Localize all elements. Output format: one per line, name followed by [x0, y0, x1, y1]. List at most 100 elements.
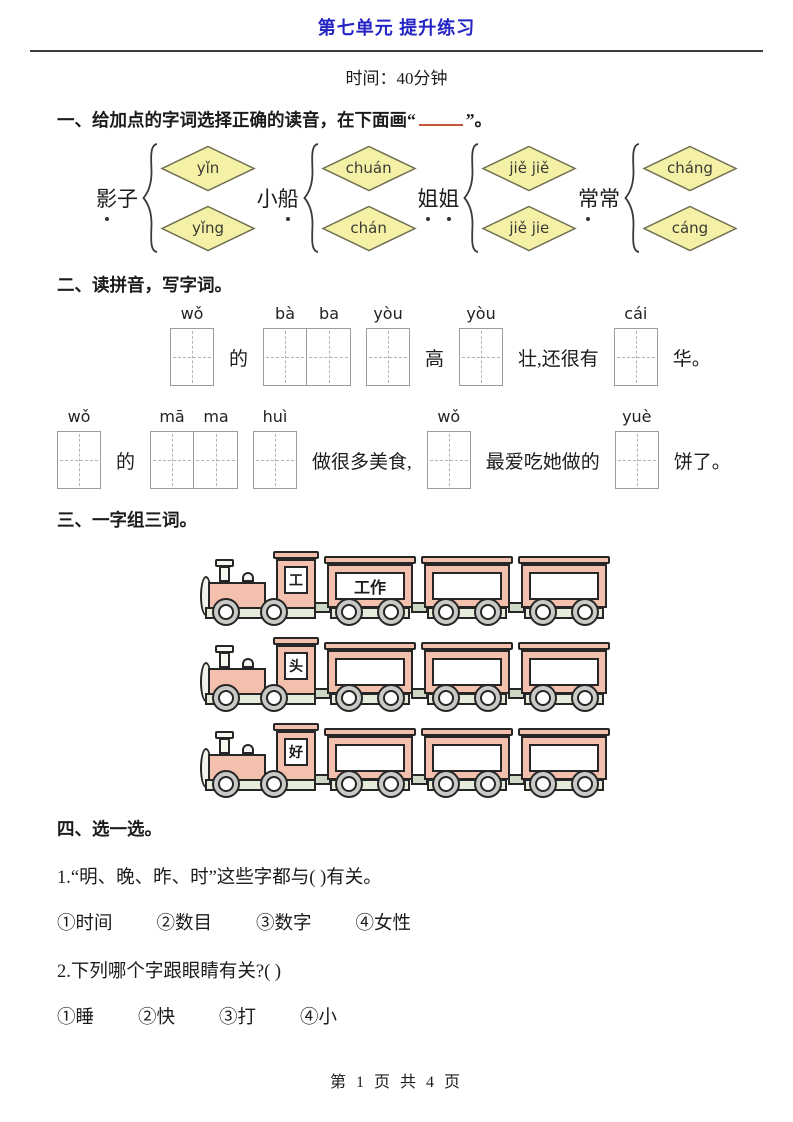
option-4: ④女性 [355, 914, 412, 934]
pinyin-option-label: yǐn [196, 159, 220, 177]
wheel-icon [377, 598, 405, 626]
question-1-options: ①时间 ②数目 ③数字 ④女性 [57, 909, 763, 935]
pinyin-option-label: cháng [666, 159, 713, 177]
pinyin-label: mā [159, 407, 185, 426]
wheel-icon [571, 770, 599, 798]
write-box-unit: huì [253, 407, 298, 489]
tianzige-box [57, 431, 101, 489]
loco-chimney-cap-icon [215, 559, 234, 567]
wheel-icon [260, 684, 288, 712]
brace-icon [142, 143, 158, 253]
option-diamonds: chuán chán [320, 145, 417, 252]
tianzige-box [194, 431, 239, 489]
loco-chimney-icon [219, 566, 230, 582]
car-roof-icon [324, 556, 416, 564]
pinyin-option: yǐn [160, 145, 256, 192]
section-4-heading: 四、选一选。 [57, 819, 162, 839]
train-car [508, 628, 610, 712]
word-group-yingzi: 影子 yǐn yǐng [96, 142, 256, 254]
tianzige-box [263, 328, 308, 386]
write-box-unit: yuè [614, 407, 659, 489]
write-box-unit: yòu [459, 304, 504, 386]
red-blank-line [418, 116, 463, 126]
target-word: 常常 [578, 183, 620, 213]
target-word: 小船 [257, 183, 299, 213]
tianzige-box [366, 328, 411, 386]
wheel-icon [212, 770, 240, 798]
pinyin-option: chán [320, 205, 417, 252]
wheel-icon [260, 598, 288, 626]
option-1: ①时间 [57, 914, 113, 934]
pinyin-label: bà [275, 304, 295, 323]
train-hao: 好 [200, 714, 763, 798]
brace-icon [302, 143, 318, 253]
wheel-icon [571, 598, 599, 626]
pinyin-label: yòu [373, 304, 403, 323]
train-tou: 头 [200, 628, 763, 712]
pinyin-option-label: yǐng [191, 219, 225, 237]
train-car [314, 628, 416, 712]
pinyin-label: wǒ [437, 407, 461, 426]
diamond-shape-icon [481, 205, 578, 251]
loco-chimney-icon [219, 652, 230, 668]
tianzige-box [614, 431, 659, 489]
pinyin-option: jiě jie [481, 205, 578, 252]
loco-dome-icon [242, 744, 254, 754]
question-1: 1.“明、晚、昨、时”这些字都与( )有关。 [57, 868, 382, 888]
train-car [314, 714, 416, 798]
car-roof-icon [518, 642, 610, 650]
car-roof-icon [518, 556, 610, 564]
option-3: ③打 [219, 1008, 257, 1028]
write-box-unit: wǒ [170, 304, 214, 386]
tianzige-box [426, 431, 471, 489]
locomotive: 好 [200, 714, 319, 798]
sentence-text: 高 [425, 348, 445, 370]
option-4: ④小 [300, 1008, 338, 1028]
wheel-icon [474, 684, 502, 712]
word-char: 子 [117, 187, 138, 211]
word-group-changchang: 常常 cháng cáng [578, 142, 738, 254]
diamond-shape-icon [481, 145, 578, 191]
target-word: 影子 [96, 183, 138, 213]
base-character-box: 头 [284, 652, 308, 680]
brace-icon [463, 143, 479, 253]
wheel-icon [260, 770, 288, 798]
locomotive: 头 [200, 628, 319, 712]
write-box-unit: wǒ [57, 407, 101, 489]
time-limit: 时间：40分钟 [345, 69, 448, 88]
pinyin-option-label: chán [350, 219, 387, 237]
pinyin-label: wǒ [67, 407, 91, 426]
tianzige-box [253, 431, 298, 489]
word-char: 船 [278, 183, 299, 213]
target-word: 姐姐 [417, 183, 459, 213]
diamond-shape-icon [320, 205, 417, 251]
train-car [508, 542, 610, 626]
wheel-icon [571, 684, 599, 712]
tianzige-box [150, 431, 195, 489]
word-group-xiaochuan: 小船 chuán chán [257, 142, 417, 254]
section-1-heading-prefix: 一、给加点的字词选择正确的读音，在下面画“ [57, 110, 416, 130]
wheel-icon [432, 684, 460, 712]
header-divider [30, 50, 763, 52]
train-car [411, 714, 513, 798]
question-2: 2.下列哪个字跟眼睛有关?( ) [57, 962, 282, 982]
wheel-icon [377, 684, 405, 712]
base-character-box: 工 [284, 566, 308, 594]
train-gong: 工 工作 [200, 542, 763, 626]
loco-cab-roof-icon [273, 551, 319, 559]
write-box-unit: yòu [366, 304, 411, 386]
base-character-box: 好 [284, 738, 308, 766]
pinyin-label: ma [203, 407, 229, 426]
word-char: 姐 [438, 183, 459, 213]
car-roof-icon [421, 556, 513, 564]
wheel-icon [474, 598, 502, 626]
word-answer-box [529, 572, 599, 600]
option-diamonds: cháng cáng [642, 145, 738, 252]
word-char: 影 [96, 183, 117, 213]
sentence-text: 的 [229, 348, 249, 370]
option-1: ①睡 [57, 1008, 95, 1028]
